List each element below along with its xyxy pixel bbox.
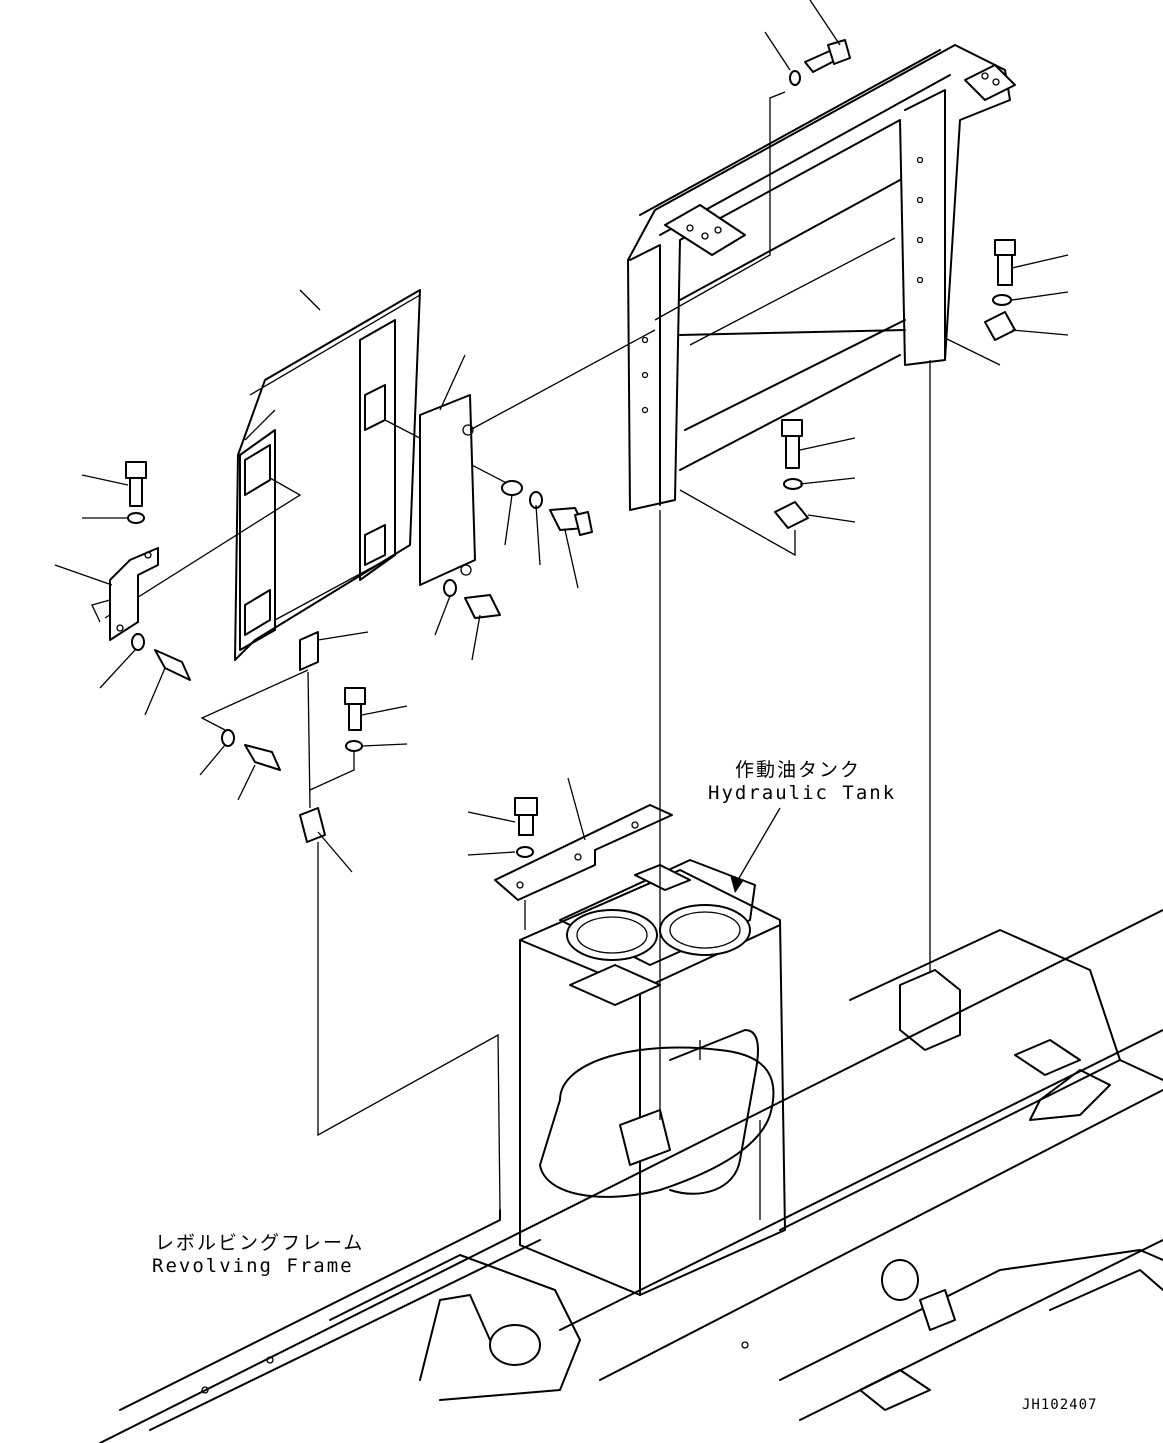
revolving-frame [99,909,1163,1443]
hydraulic-tank [519,859,786,1296]
tank-top-plate [467,777,673,930]
drawing-code: JH102407 [1022,1397,1098,1413]
tank-surface-lines [699,1040,761,1220]
frame-top-bolt [654,0,851,321]
hydraulic-tank-label-en: Hydraulic Tank [708,782,897,804]
mid-fastener-set [679,419,856,557]
small-clip-set [199,631,408,873]
tank-label-arrow [730,807,781,893]
vertical-bracket [419,329,656,586]
left-bracket [54,461,191,716]
hydraulic-tank-label-jp: 作動油タンク [735,759,862,781]
revolving-frame-label-en: Revolving Frame [152,1255,354,1277]
support-frame [627,44,1016,511]
revolving-frame-label-jp: レボルビングフレーム [155,1232,365,1254]
cover-panel [234,289,421,661]
right-fastener-set [944,239,1069,366]
alignment-leaders [317,360,931,1211]
bracket-fasteners [434,480,593,661]
